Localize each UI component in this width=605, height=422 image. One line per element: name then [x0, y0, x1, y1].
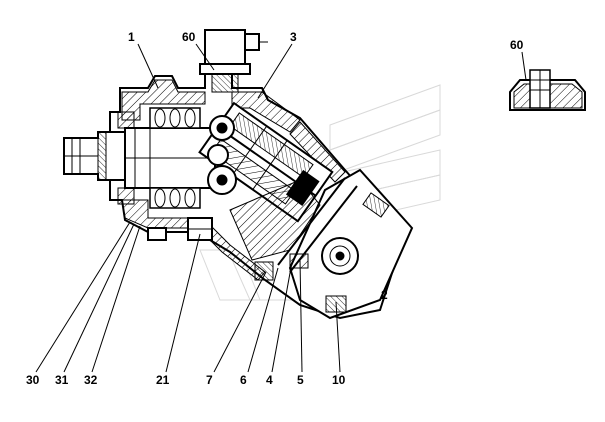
callout-1: 1 [128, 30, 135, 44]
callout-60: 60 [182, 30, 196, 44]
bearings [117, 107, 201, 209]
callout-5: 5 [297, 373, 304, 387]
detail-label-60: 60 [510, 38, 524, 52]
pistons [207, 115, 237, 195]
callout-10: 10 [332, 373, 346, 387]
callout-labels: 1 60 3 2 30 31 32 21 7 6 4 5 10 60 [26, 30, 524, 387]
detail-view-60 [509, 69, 586, 111]
leader-lines [35, 43, 527, 373]
callout-21: 21 [156, 373, 170, 387]
callout-3: 3 [290, 30, 297, 44]
drive-shaft [63, 127, 216, 189]
callout-6: 6 [240, 373, 247, 387]
callout-4: 4 [266, 373, 273, 387]
callout-32: 32 [84, 373, 98, 387]
control-block [229, 168, 414, 320]
callout-30: 30 [26, 373, 40, 387]
drain-plug [147, 217, 213, 241]
solenoid-plug [199, 29, 268, 93]
callout-31: 31 [55, 373, 69, 387]
callout-2: 2 [381, 288, 388, 302]
callout-7: 7 [206, 373, 213, 387]
